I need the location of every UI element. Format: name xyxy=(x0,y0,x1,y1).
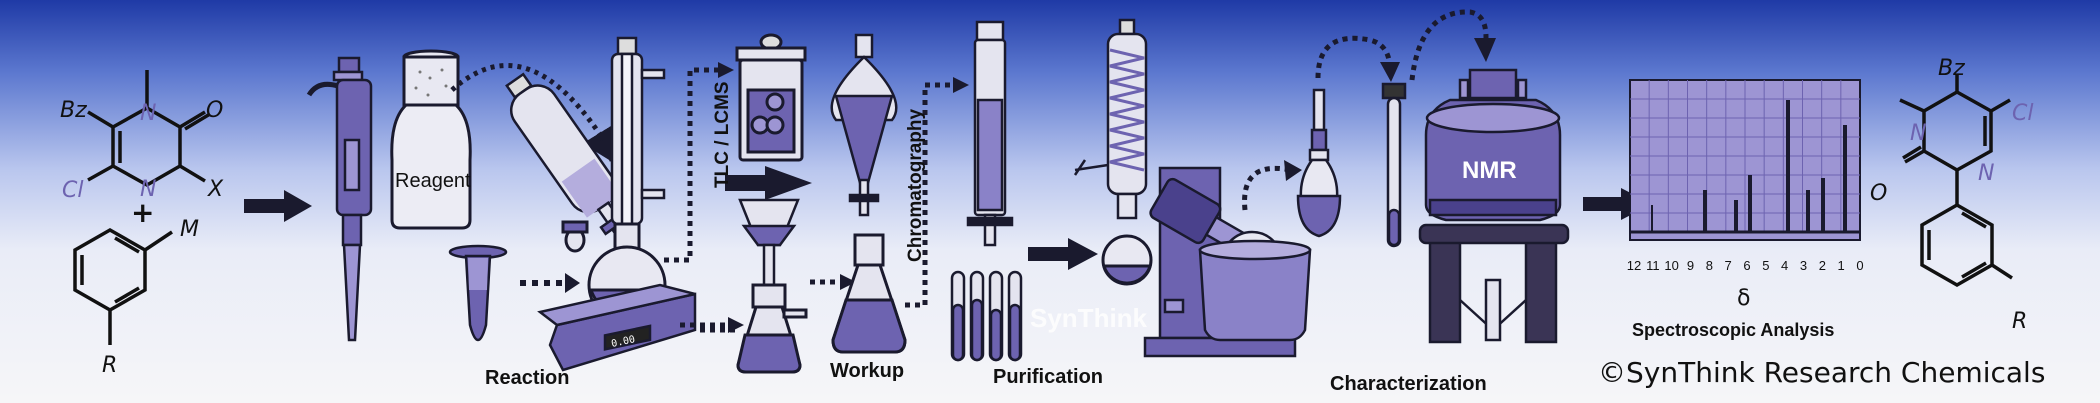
filter-flask-icon xyxy=(736,283,808,374)
spectroscopic-caption: Spectroscopic Analysis xyxy=(1632,320,1835,340)
arrow-icon xyxy=(725,166,812,200)
erlenmeyer-flask-icon xyxy=(831,233,907,354)
chromatography-label: Chromatography xyxy=(905,108,926,262)
purification-label: Purification xyxy=(993,366,1104,388)
product-atom-n2: N xyxy=(1978,161,1994,186)
reagent-dots xyxy=(414,68,448,97)
spectrum-tick-label: 1 xyxy=(1838,258,1845,273)
spectrum-tick-label: 6 xyxy=(1743,258,1750,273)
spectrum-tick-label: 0 xyxy=(1856,258,1863,273)
nmr-spectrometer-icon xyxy=(1418,68,1570,344)
atom-r: R xyxy=(102,353,117,378)
reagent-label: Reagent xyxy=(395,170,471,192)
atom-m: M xyxy=(180,217,199,242)
copyright-text: ©SynThink Research Chemicals xyxy=(1598,356,2046,389)
separatory-funnel-icon xyxy=(830,33,898,217)
dotted-arrow-icon xyxy=(450,63,621,168)
workup-label: Workup xyxy=(830,360,905,382)
spectrum-tick-label: 8 xyxy=(1706,258,1713,273)
spectrum-tick-label: 4 xyxy=(1781,258,1788,273)
nmr-label: NMR xyxy=(1462,157,1517,184)
atom-n-bottom: N xyxy=(140,177,156,202)
spectrum-tick-label: 9 xyxy=(1687,258,1694,273)
filter-funnel-icon xyxy=(738,198,800,287)
dotted-arrow-icon xyxy=(1242,165,1291,211)
atom-cl: Cl xyxy=(62,178,83,203)
arrow-icon xyxy=(244,190,312,222)
spectrum-tick-label: 5 xyxy=(1762,258,1769,273)
product-atom-cl: Cl xyxy=(2012,101,2033,126)
atom-x: X xyxy=(207,177,224,202)
atom-o: O xyxy=(206,98,223,123)
product-atom-n1: N xyxy=(1910,121,1926,146)
pipette-icon xyxy=(306,56,373,342)
product-atom-r: R xyxy=(2012,309,2027,334)
spectrum-tick-label: 7 xyxy=(1725,258,1732,273)
atom-n-top: N xyxy=(140,101,156,126)
product-atom-bz: Bz xyxy=(1938,56,1965,81)
dotted-arrow-icon xyxy=(1315,35,1393,79)
dotted-arrow-icon xyxy=(905,82,955,308)
tlc-label: TLC / LCMS xyxy=(712,81,733,188)
chromatography-column-icon xyxy=(966,20,1014,247)
arrow-icon xyxy=(1028,238,1098,270)
spectrum-tick-label: 12 xyxy=(1627,258,1641,273)
spectrum-tick-label: 11 xyxy=(1646,258,1660,273)
coil-condenser-icon xyxy=(1073,18,1148,220)
reaction-label: Reaction xyxy=(485,367,570,389)
spectrum-tick-label: 10 xyxy=(1664,258,1678,273)
receiving-flask-icon xyxy=(1101,234,1153,286)
tlc-chamber-icon xyxy=(735,33,807,162)
product-atom-o: O xyxy=(1870,181,1887,206)
pear-flask-icon xyxy=(1296,88,1342,238)
watermark: SynThink xyxy=(1030,303,1148,333)
dotted-arrow-icon xyxy=(1409,9,1489,81)
hot-plate-icon xyxy=(537,283,697,372)
reflux-condenser-icon xyxy=(610,36,666,226)
nmr-spectrum-plot xyxy=(1629,79,1861,241)
reactant-molecule xyxy=(73,70,211,345)
reagent-bottle-icon xyxy=(390,49,472,230)
characterization-label: Characterization xyxy=(1330,373,1487,395)
lcd-reading: 0.00 xyxy=(610,334,636,350)
spectrum-tick-label: 2 xyxy=(1819,258,1826,273)
atom-bz: Bz xyxy=(60,98,87,123)
spectrum-tick-label: 3 xyxy=(1800,258,1807,273)
nmr-tube-icon xyxy=(1381,82,1407,248)
test-tube-rack-icon xyxy=(950,270,1023,362)
product-molecule xyxy=(1899,74,2013,288)
microtube-icon xyxy=(448,244,508,342)
plus-sign: + xyxy=(131,196,154,229)
delta-symbol: δ xyxy=(1737,286,1750,311)
rotary-evaporator-icon xyxy=(1143,166,1312,358)
dotted-arrow-icon xyxy=(664,67,720,263)
